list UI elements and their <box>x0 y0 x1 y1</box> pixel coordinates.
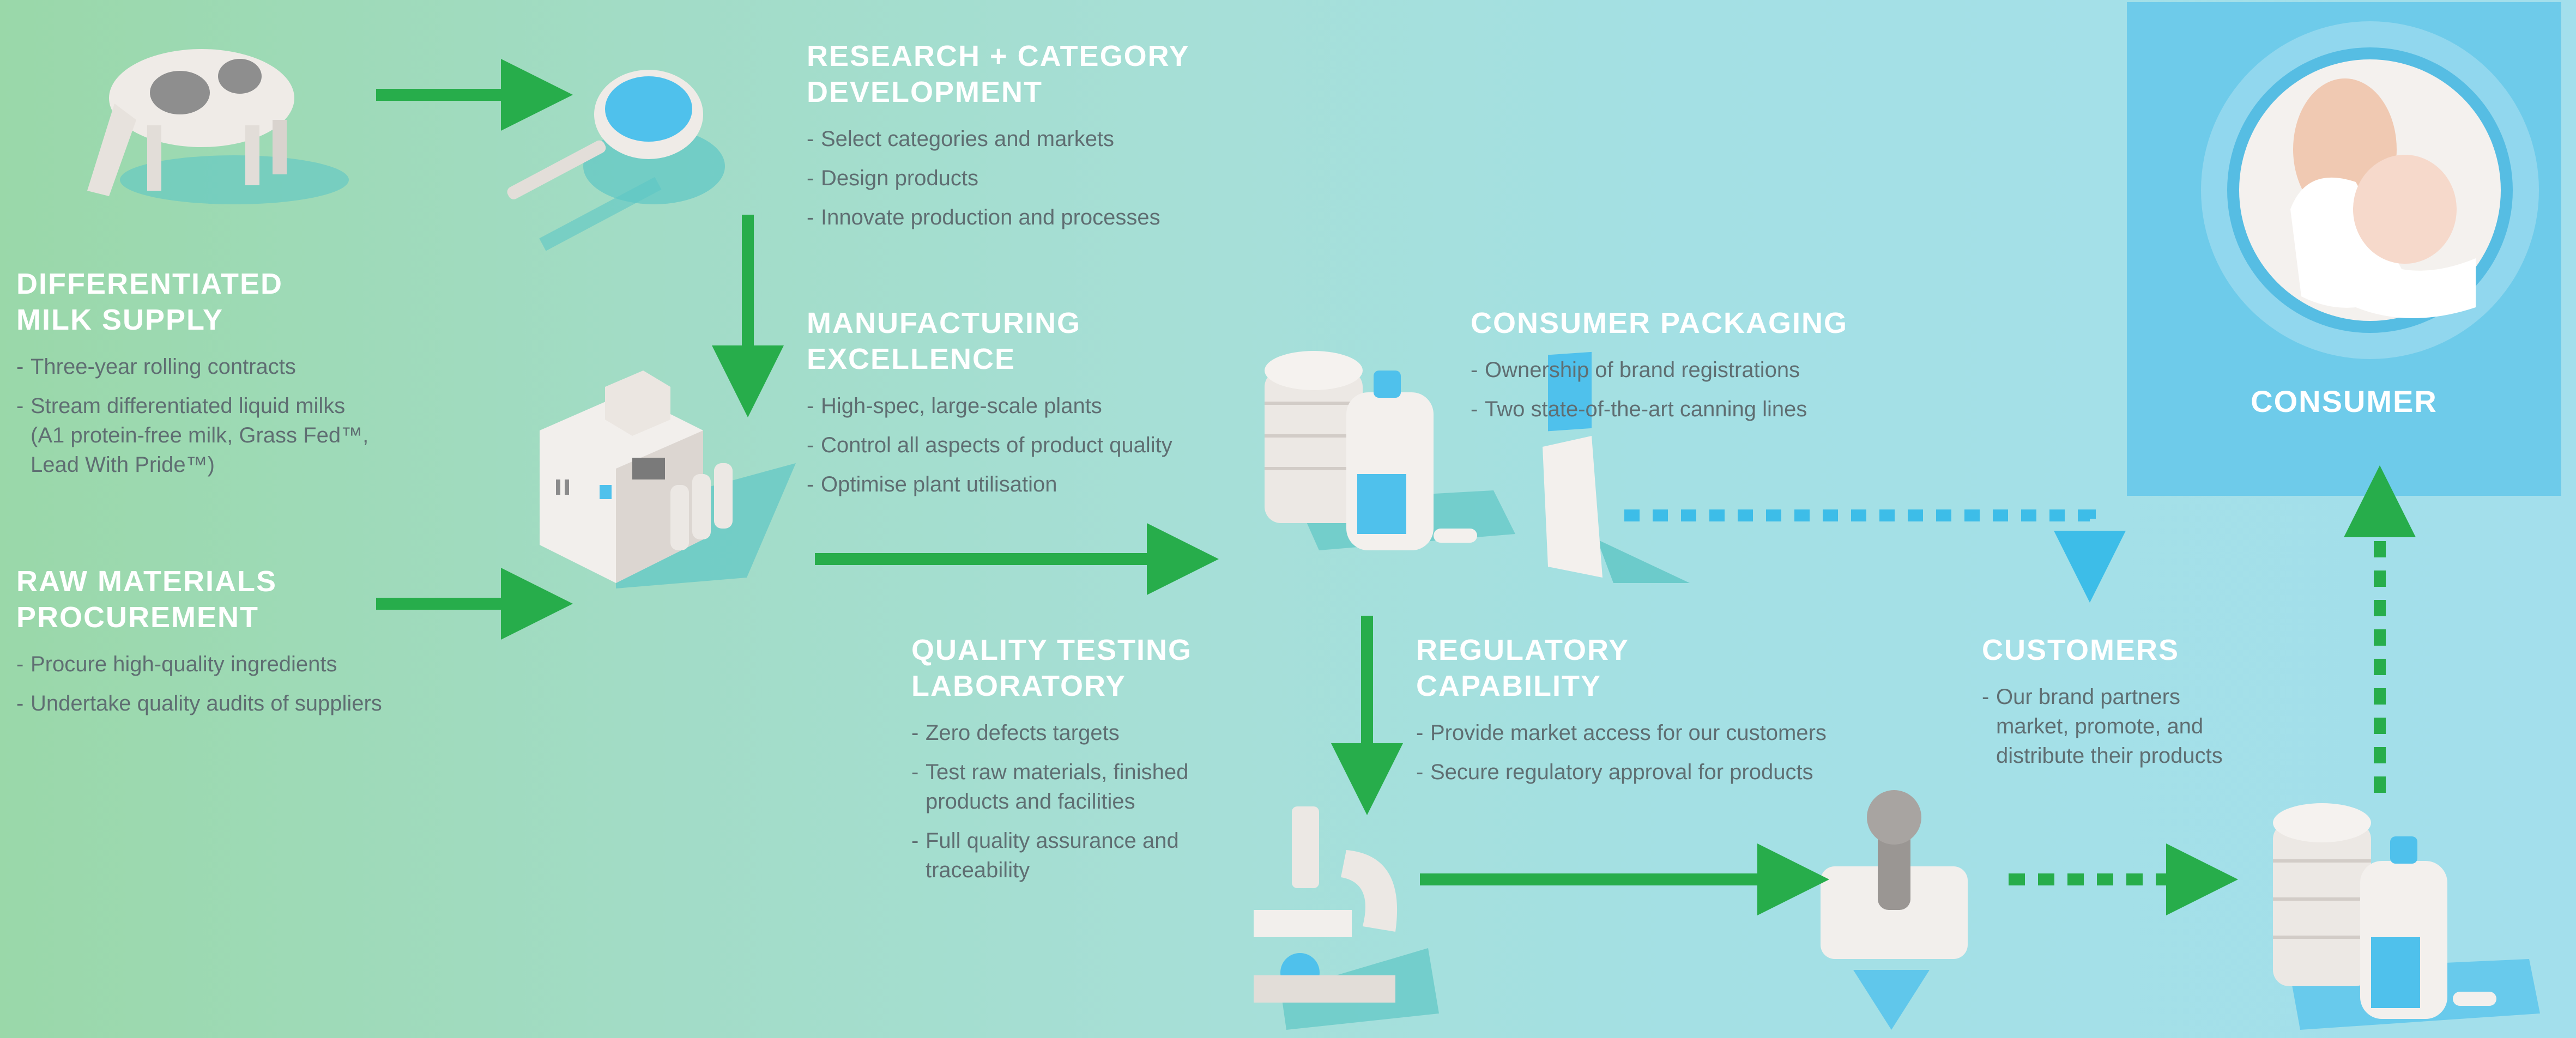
packaging-bullets: Ownership of brand registrations Two sta… <box>1471 355 1961 424</box>
consumer-cans-and-bottle-icon <box>2273 803 2540 1030</box>
list-item: Two state-of-the-art canning lines <box>1471 394 1961 424</box>
stamp-icon <box>1821 790 1968 1030</box>
research-title: RESEARCH + CATEGORY DEVELOPMENT <box>807 40 1190 108</box>
packaging-title: CONSUMER PACKAGING <box>1471 307 1848 339</box>
list-item: Optimise plant utilisation <box>807 470 1254 499</box>
factory-icon <box>540 371 796 588</box>
microscope-icon <box>1254 806 1439 1030</box>
list-item: Design products <box>807 163 1297 193</box>
research-bullets: Select categories and markets Design pro… <box>807 124 1297 232</box>
quality-bullets: Zero defects targets Test raw materials,… <box>911 718 1293 885</box>
arrow-packaging-to-customers <box>1624 509 2126 603</box>
customers-bullets: Our brand partners market, promote, and … <box>1982 682 2309 770</box>
list-item: Procure high-quality ingredients <box>16 649 507 679</box>
list-item: Provide market access for our customers <box>1416 718 1907 748</box>
manufacturing-section: MANUFACTURING EXCELLENCE High-spec, larg… <box>807 305 1254 509</box>
list-item: Select categories and markets <box>807 124 1297 154</box>
research-section: RESEARCH + CATEGORY DEVELOPMENT Select c… <box>807 38 1297 242</box>
list-item: Our brand partners market, promote, and … <box>1982 682 2309 770</box>
list-item: Innovate production and processes <box>807 203 1297 232</box>
raw-materials-title: RAW MATERIALS PROCUREMENT <box>16 565 277 634</box>
cow-icon <box>87 49 349 204</box>
regulatory-section: REGULATORY CAPABILITY Provide market acc… <box>1416 632 1907 797</box>
consumer-title: CONSUMER <box>2251 384 2438 418</box>
cans-and-bottle-icon <box>1265 351 1515 550</box>
consumer-panel: CONSUMER <box>2127 2 2561 496</box>
list-item: Full quality assurance and traceability <box>911 826 1293 885</box>
list-item: Ownership of brand registrations <box>1471 355 1961 385</box>
customers-section: CUSTOMERS Our brand partners market, pro… <box>1982 632 2309 780</box>
customers-title: CUSTOMERS <box>1982 634 2180 666</box>
raw-materials-section: RAW MATERIALS PROCUREMENT Procure high-q… <box>16 563 507 728</box>
consumer-photo <box>2201 21 2539 359</box>
list-item: Test raw materials, finished products an… <box>911 757 1293 816</box>
manufacturing-title: MANUFACTURING EXCELLENCE <box>807 307 1081 375</box>
list-item: Zero defects targets <box>911 718 1293 748</box>
list-item: Secure regulatory approval for products <box>1416 757 1907 787</box>
list-item: Undertake quality audits of suppliers <box>16 689 507 718</box>
milk-supply-section: DIFFERENTIATED MILK SUPPLY Three-year ro… <box>16 266 452 489</box>
list-item: Control all aspects of product quality <box>807 430 1254 460</box>
list-item: Three-year rolling contracts <box>16 352 452 381</box>
packaging-section: CONSUMER PACKAGING Ownership of brand re… <box>1471 305 1961 434</box>
list-item: High-spec, large-scale plants <box>807 391 1254 421</box>
list-item: Stream differentiated liquid milks (A1 p… <box>16 391 452 479</box>
quality-section: QUALITY TESTING LABORATORY Zero defects … <box>911 632 1293 895</box>
quality-title: QUALITY TESTING LABORATORY <box>911 634 1193 702</box>
milk-supply-bullets: Three-year rolling contracts Stream diff… <box>16 352 452 479</box>
regulatory-bullets: Provide market access for our customers … <box>1416 718 1907 787</box>
manufacturing-bullets: High-spec, large-scale plants Control al… <box>807 391 1254 499</box>
regulatory-title: REGULATORY CAPABILITY <box>1416 634 1630 702</box>
milk-supply-title: DIFFERENTIATED MILK SUPPLY <box>16 268 283 336</box>
magnifier-icon <box>507 70 725 251</box>
raw-materials-bullets: Procure high-quality ingredients Underta… <box>16 649 507 718</box>
